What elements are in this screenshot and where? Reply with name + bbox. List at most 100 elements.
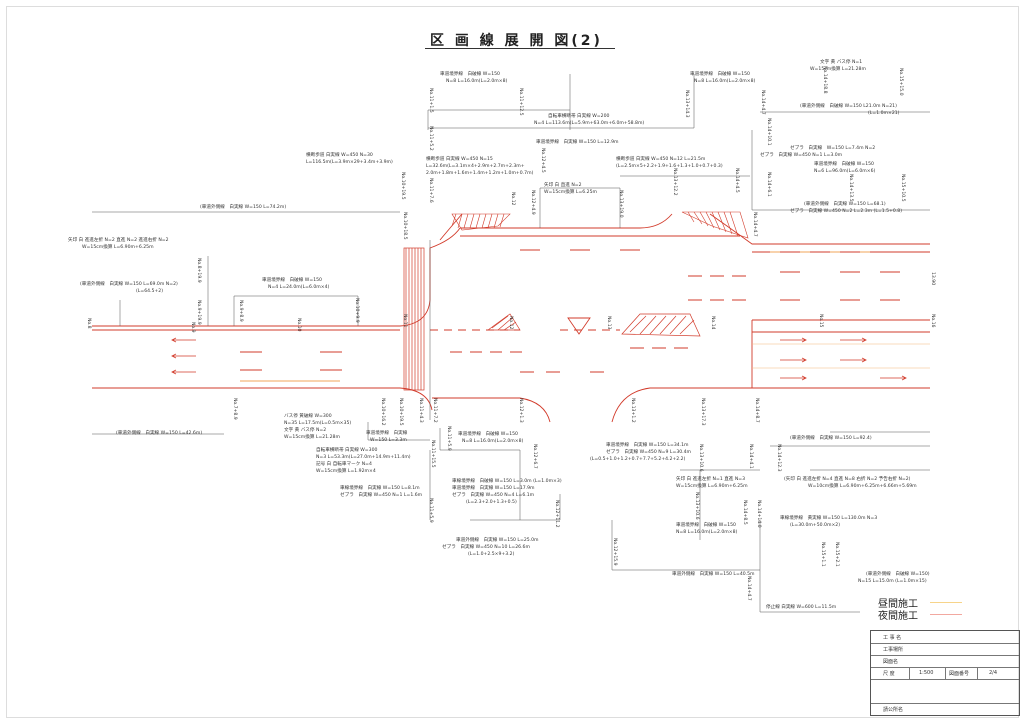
note: N=6 L=96.0m(L=6.0m×6) [814, 169, 876, 174]
note: 車線境界線 白破線 W=150 L=3.0m (L=1.0m×3) [452, 479, 562, 484]
station-label: No.11+15.5 [430, 440, 435, 468]
station-label: No.14+8.5 [742, 500, 747, 525]
note: L=32.6m(L=3.1m×4+2.9m+2.7m+2.3m+ [426, 164, 525, 169]
note: N=4 L=113.6m(L=5.9m+63.0m+6.0m+58.8m) [534, 121, 645, 126]
center-island-left [486, 313, 521, 331]
left-road-bottom-edge [92, 387, 433, 411]
station-label: No.13+12.2 [672, 168, 677, 196]
station-label: No.15+1.1 [820, 542, 825, 567]
title-block-row: 工事場所 [871, 643, 1019, 656]
station-label: No.10+19.5 [400, 172, 405, 200]
station-label: No.14+18.8 [822, 66, 827, 94]
center-island-triangle [567, 317, 591, 335]
station-label: No.9 [190, 322, 195, 333]
note: (車道外側線 白破線 W=150 L21.0m N=21) [800, 104, 897, 109]
station-label: No.9+8.9 [238, 300, 243, 322]
station-label: No.10+18.5 [402, 212, 407, 240]
drawing-number-value: 2/4 [989, 670, 998, 676]
note: 文字 黄 バス停 N=1 [820, 60, 863, 65]
station-label: No.11+4.3 [418, 398, 423, 423]
station-label: No.15+2.1 [834, 542, 839, 567]
note: N=4 L=24.0m(L=6.0m×4) [268, 285, 330, 290]
station-label: No.12+15.9 [612, 538, 617, 566]
note: (車道外側線 白実線 W=150 L=74.2m) [200, 205, 287, 210]
note: 車道境界線 白実線 [366, 431, 408, 436]
station-label: No.13+14.3 [684, 90, 689, 118]
station-label: No.8+19.9 [196, 258, 201, 283]
note: N=15 L=15.0m (L=1.0m×15) [858, 579, 927, 584]
note: 車道境界線 白破線 W=150 [440, 72, 500, 77]
drawing-number-label: 図面番号 [949, 671, 970, 677]
note: 車道境界線 白実線 W=150 L=12.9m [536, 140, 619, 145]
note: バス停 黄破線 W=300 [284, 414, 332, 419]
note: (L=0.5+1.0+1.2+0.7+7.7+5.2+4.2+2.2) [590, 457, 686, 462]
note: N=35 L=17.5m(L=0.5m×35) [284, 421, 352, 426]
station-label: No.13+10.6 [694, 492, 699, 520]
note: ゼブラ 白実線 W=450 N=1 L=3.0m [760, 153, 843, 158]
title-block-row: 工 事 名 [871, 631, 1019, 644]
note: (L=1.0+2.5×9+3.2) [468, 552, 515, 557]
title-block-label: 請公所名 [883, 707, 904, 713]
legend-day-swatch [930, 602, 962, 603]
station-label: No.14+14.0 [756, 500, 761, 528]
lane-dashes [240, 249, 900, 373]
legend-night-swatch [930, 614, 962, 615]
note: W=15cm換算 L=21.28m [810, 67, 866, 72]
title-block-divider [909, 667, 910, 679]
station-label: No.15 [818, 314, 823, 328]
note: 自転車横断帯 白実線 W=200 [548, 114, 610, 119]
station-label: No.14+10.1 [766, 118, 771, 146]
note: 車道境界線 白破線 W=150 [262, 278, 322, 283]
title-block-label: 工 事 名 [883, 635, 902, 641]
arrow-markings [171, 337, 907, 381]
station-label: No.14+4.5 [734, 168, 739, 193]
note: 矢印 白 進進左折 N=2 直進 N=2 進進右折 N=2 [68, 238, 169, 243]
note: (車道外側線 白実線 W=150 L=68.1) [804, 202, 886, 207]
leader-lines [92, 74, 930, 613]
station-label: No.13+17.3 [700, 398, 705, 426]
title-block-divider [945, 667, 946, 679]
note: 横断歩道 白実線 W=450 N=12 L=21.5m [616, 157, 706, 162]
note: (矢印 白 進進左折 N=4 直進 N=8 右折 N=2 予告右折 N=2) [784, 477, 911, 482]
station-label: No.12+4.5 [540, 148, 545, 173]
note: 車道境界線 白破線 W=150 [676, 523, 736, 528]
note: 車線境界線 白実線 W=150 L=8.1m [340, 486, 420, 491]
note: N=8 L=16.0m(L=2.0m×8) [676, 530, 738, 535]
note: ゼブラ 白実線 W=450 N=2 L=2.3m (L=1.5+0.8) [790, 209, 903, 214]
note: (L=2.5m×5+2.2+1.9+1.6+1.3+1.0+0.7+0.3) [616, 164, 723, 169]
intersection-top-right [709, 213, 930, 245]
drawing-title: 区 画 線 展 開 図(2) [430, 33, 603, 49]
station-label: No.13+1.2 [630, 398, 635, 423]
center-island-right [621, 313, 701, 337]
station-label: No.14+8.7 [754, 398, 759, 423]
note: 車道外側線 白実線 W=150 L=25.0m [456, 538, 539, 543]
intersection-bottom-right [611, 387, 930, 423]
title-block-row [871, 679, 1019, 704]
note: 車道境界線 白破線 W=150 [690, 72, 750, 77]
note: 車道外側線 白実線 W=150 L=40.5m [672, 572, 755, 577]
note: W=150 L=3.3m [370, 438, 407, 443]
station-label: No.11+1.5 [428, 88, 433, 113]
title-block-label: 図面名 [883, 659, 899, 665]
title-block-row: 請公所名 [871, 703, 1019, 715]
note: 車線境界線 黄実線 W=150 L=130.0m N=3 [780, 516, 878, 521]
note: N=8 L=16.0m(L=2.0m×8) [446, 79, 508, 84]
note: 横断歩道 白実線 W=450 N=15 [426, 157, 493, 162]
note: (車道外側線 白破線 W=150) [866, 572, 930, 577]
station-label: No.12+4.9 [530, 190, 535, 215]
station-label: No.13+10.6 [698, 444, 703, 472]
note: W=15cm換算 L=6.25m [544, 190, 597, 195]
station-label: No.14+4.7 [752, 212, 757, 237]
note: W=15cm換算 L=6.90m+6.25m [676, 484, 748, 489]
station-label: No.10+19.5 [398, 398, 403, 426]
station-label: No.12 [508, 316, 513, 330]
station-label: No.14+6.1 [766, 172, 771, 197]
note: 車道境界線 白実線 W=150 L=17.9m [452, 486, 535, 491]
station-label: No.7+8.9 [232, 398, 237, 420]
top-zebra-left [451, 213, 511, 231]
note: (L=2.3+2.0+1.3+0.5) [466, 500, 517, 505]
title-block-label: 工事場所 [883, 647, 904, 653]
station-label: No.14+12.3 [776, 444, 781, 472]
note: (L=64.5+2) [136, 289, 163, 294]
